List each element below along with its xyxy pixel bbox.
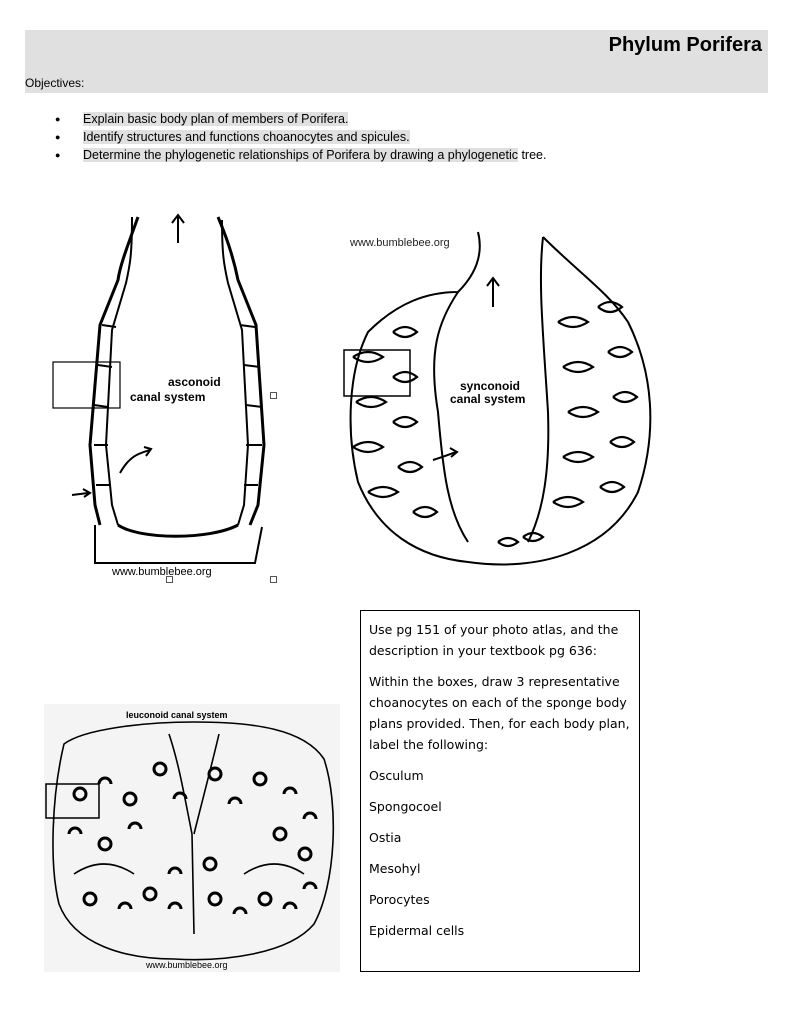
instructions-box: Use pg 151 of your photo atlas, and the … (360, 610, 640, 972)
objective-item: Identify structures and functions choano… (55, 128, 546, 146)
asconoid-credit: www.bumblebee.org (111, 566, 212, 578)
asconoid-label: asconoid (168, 375, 221, 389)
page-title: Phylum Porifera (609, 34, 762, 57)
label-term: Epidermal cells (369, 920, 631, 941)
leuconoid-credit: www.bumblebee.org (145, 960, 228, 970)
instructions-para2: Within the boxes, draw 3 representative … (369, 671, 631, 755)
synconoid-credit: www.bumblebee.org (349, 237, 450, 249)
label-term: Osculum (369, 765, 631, 786)
label-term: Spongocoel (369, 796, 631, 817)
objective-item: Explain basic body plan of members of Po… (55, 110, 546, 128)
synconoid-label-2: canal system (450, 392, 525, 406)
resize-handle[interactable] (270, 392, 277, 399)
header-banner: Phylum Porifera Objectives: (25, 30, 768, 93)
leuconoid-diagram: leuconoid canal system www.bumblebee.org (44, 704, 340, 972)
objectives-list: Explain basic body plan of members of Po… (55, 110, 546, 164)
asconoid-label-2: canal system (130, 390, 205, 404)
leuconoid-label: leuconoid canal system (126, 710, 228, 720)
resize-handle[interactable] (270, 576, 277, 583)
synconoid-diagram: synconoid canal system www.bumblebee.org (338, 212, 663, 582)
label-term: Mesohyl (369, 858, 631, 879)
asconoid-diagram: asconoid canal system www.bumblebee.org (50, 205, 280, 590)
objective-item: Determine the phylogenetic relationships… (55, 146, 546, 164)
instructions-para1: Use pg 151 of your photo atlas, and the … (369, 619, 631, 661)
objectives-heading: Objectives: (25, 76, 84, 90)
resize-handle[interactable] (166, 576, 173, 583)
label-term: Ostia (369, 827, 631, 848)
label-term: Porocytes (369, 889, 631, 910)
synconoid-label: synconoid (460, 379, 520, 393)
